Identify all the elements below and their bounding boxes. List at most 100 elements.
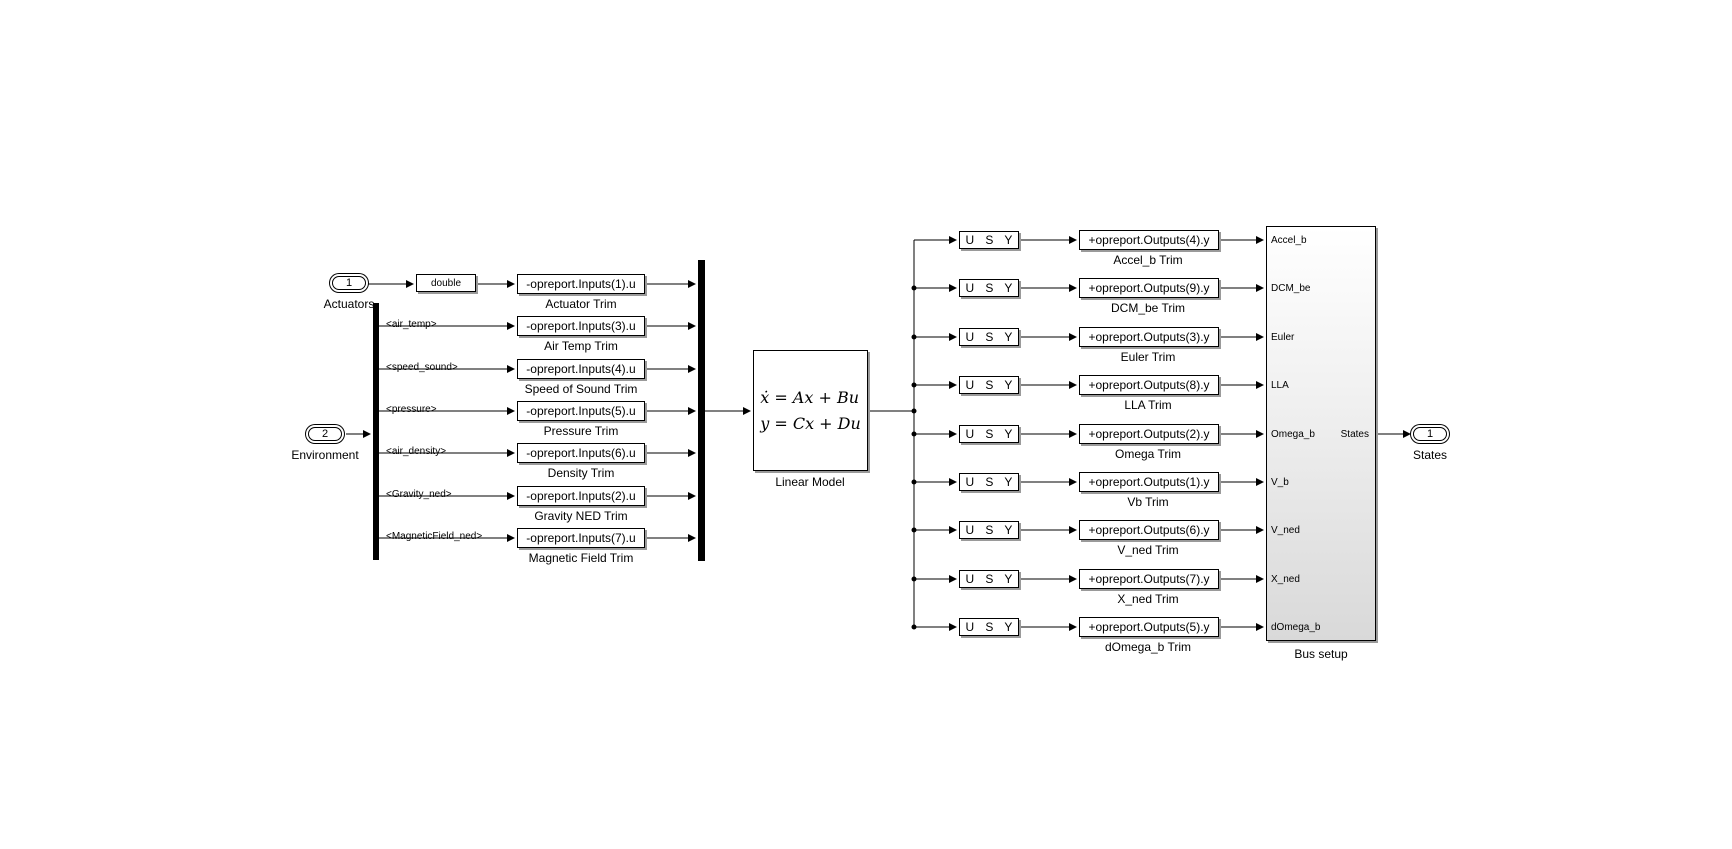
selector-port-y: Y	[1004, 475, 1013, 489]
mux-block[interactable]	[698, 260, 705, 561]
selector-port-u: U	[965, 523, 975, 537]
output-trim-label: Omega Trim	[1114, 447, 1182, 461]
data-type-conversion-block[interactable]: double	[416, 274, 476, 292]
output-trim-block[interactable]: +opreport.Outputs(3).y	[1079, 327, 1219, 347]
input-trim-label: Pressure Trim	[543, 424, 619, 438]
linear-model-block[interactable]: ẋ = Ax + Bu y = Cx + Du	[753, 350, 868, 471]
bus-signal-label: <MagneticField_ned>	[386, 531, 483, 542]
input-trim-block[interactable]: -opreport.Inputs(3).u	[517, 316, 645, 336]
output-trim-label: LLA Trim	[1124, 398, 1172, 412]
bus-signal-label: <speed_sound>	[386, 362, 458, 373]
bus-input-port-label: dOmega_b	[1271, 622, 1321, 633]
inport-actuators[interactable]: 1	[332, 276, 366, 290]
linear-model-label: Linear Model	[775, 475, 845, 489]
input-trim-expression: -opreport.Inputs(6).u	[526, 446, 636, 460]
bus-input-port-label: X_ned	[1271, 574, 1300, 585]
input-trim-block[interactable]: -opreport.Inputs(5).u	[517, 401, 645, 421]
selector-port-y: Y	[1004, 233, 1013, 247]
selector-port-u: U	[965, 281, 975, 295]
output-trim-block[interactable]: +opreport.Outputs(8).y	[1079, 375, 1219, 395]
selector-port-s: S	[985, 281, 994, 295]
bus-signal-label: <air_temp>	[386, 319, 437, 330]
branch-point	[911, 285, 917, 291]
output-trim-expression: +opreport.Outputs(5).y	[1088, 620, 1210, 634]
inport-number: 2	[321, 428, 329, 440]
selector-port-s: S	[985, 427, 994, 441]
selector-port-u: U	[965, 378, 975, 392]
input-trim-label: Air Temp Trim	[544, 339, 618, 353]
selector-port-y: Y	[1004, 378, 1013, 392]
bus-input-port-label: DCM_be	[1271, 283, 1311, 294]
bus-input-port-label: Euler	[1271, 332, 1295, 343]
output-trim-label: Accel_b Trim	[1113, 253, 1183, 267]
inport-number: 1	[345, 277, 353, 289]
state-equation: ẋ = Ax + Bu	[760, 387, 860, 407]
selector-port-s: S	[985, 233, 994, 247]
input-trim-label: Density Trim	[547, 466, 615, 480]
branch-point	[911, 576, 917, 582]
inport-environment[interactable]: 2	[308, 427, 342, 441]
selector-port-y: Y	[1004, 427, 1013, 441]
selector-port-s: S	[985, 330, 994, 344]
branch-point	[911, 431, 917, 437]
input-trim-block[interactable]: -opreport.Inputs(7).u	[517, 528, 645, 548]
output-trim-expression: +opreport.Outputs(4).y	[1088, 233, 1210, 247]
selector-port-y: Y	[1004, 523, 1013, 537]
output-trim-block[interactable]: +opreport.Outputs(6).y	[1079, 520, 1219, 540]
bus-input-port-label: Accel_b	[1271, 235, 1307, 246]
output-trim-block[interactable]: +opreport.Outputs(4).y	[1079, 230, 1219, 250]
input-trim-expression: -opreport.Inputs(3).u	[526, 319, 636, 333]
bus-input-port-label: Omega_b	[1271, 429, 1315, 440]
selector-port-u: U	[965, 620, 975, 634]
outport-states-label: States	[1412, 448, 1448, 462]
selector-port-u: U	[965, 233, 975, 247]
output-trim-expression: +opreport.Outputs(2).y	[1088, 427, 1210, 441]
output-trim-label: X_ned Trim	[1117, 592, 1179, 606]
outport-states[interactable]: 1	[1413, 427, 1447, 441]
branch-point	[911, 479, 917, 485]
selector-port-s: S	[985, 620, 994, 634]
selector-port-u: U	[965, 572, 975, 586]
branch-point	[911, 527, 917, 533]
selector-port-y: Y	[1004, 281, 1013, 295]
input-trim-block[interactable]: -opreport.Inputs(6).u	[517, 443, 645, 463]
bus-selector[interactable]	[373, 303, 379, 560]
selector-port-y: Y	[1004, 620, 1013, 634]
input-trim-label: Gravity NED Trim	[534, 509, 628, 523]
output-trim-expression: +opreport.Outputs(1).y	[1088, 475, 1210, 489]
output-trim-block[interactable]: +opreport.Outputs(1).y	[1079, 472, 1219, 492]
bus-input-port-label: LLA	[1271, 380, 1289, 391]
output-trim-block[interactable]: +opreport.Outputs(9).y	[1079, 278, 1219, 298]
inport-actuators-label: Actuators	[323, 297, 375, 311]
output-trim-expression: +opreport.Outputs(6).y	[1088, 523, 1210, 537]
bus-signal-label: <air_density>	[386, 446, 447, 457]
input-trim-label: Speed of Sound Trim	[524, 382, 638, 396]
branch-point	[911, 624, 917, 630]
selector-port-y: Y	[1004, 572, 1013, 586]
output-trim-label: V_ned Trim	[1117, 543, 1179, 557]
input-trim-block[interactable]: -opreport.Inputs(1).u	[517, 274, 645, 294]
output-trim-block[interactable]: +opreport.Outputs(2).y	[1079, 424, 1219, 444]
output-trim-label: Vb Trim	[1127, 495, 1169, 509]
selector-port-s: S	[985, 572, 994, 586]
selector-port-u: U	[965, 427, 975, 441]
selector-port-s: S	[985, 523, 994, 537]
output-trim-expression: +opreport.Outputs(9).y	[1088, 281, 1210, 295]
branch-point	[911, 408, 917, 414]
output-trim-block[interactable]: +opreport.Outputs(5).y	[1079, 617, 1219, 637]
output-trim-expression: +opreport.Outputs(8).y	[1088, 378, 1210, 392]
input-trim-block[interactable]: -opreport.Inputs(4).u	[517, 359, 645, 379]
input-trim-block[interactable]: -opreport.Inputs(2).u	[517, 486, 645, 506]
output-trim-block[interactable]: +opreport.Outputs(7).y	[1079, 569, 1219, 589]
